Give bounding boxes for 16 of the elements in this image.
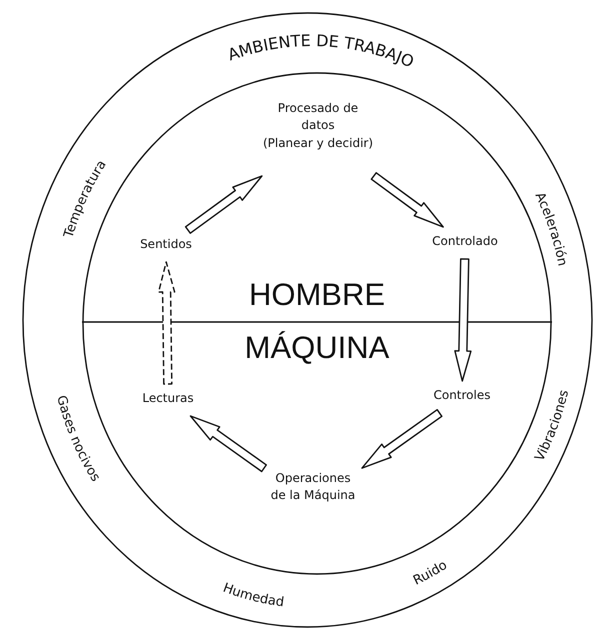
node-label: Sentidos [139,236,193,253]
node-label: Procesado de datos [276,100,360,134]
hollow-arrow [370,172,444,228]
node-label: Lecturas [141,390,195,407]
node-label: (Planear y decidir) [262,134,374,152]
environment-label: Ruido [411,558,450,589]
node-label: Controlado [431,233,499,250]
hollow-arrow [190,415,267,472]
lower-heading: MÁQUINA [244,330,390,365]
node-label: Controles [432,387,492,404]
node-label: Operaciones de la Máquina [270,470,356,504]
upper-heading: HOMBRE [248,277,386,312]
hollow-arrow [184,175,263,234]
hollow-arrow [158,261,176,385]
hollow-arrow [361,409,442,469]
hollow-arrow [454,258,472,382]
